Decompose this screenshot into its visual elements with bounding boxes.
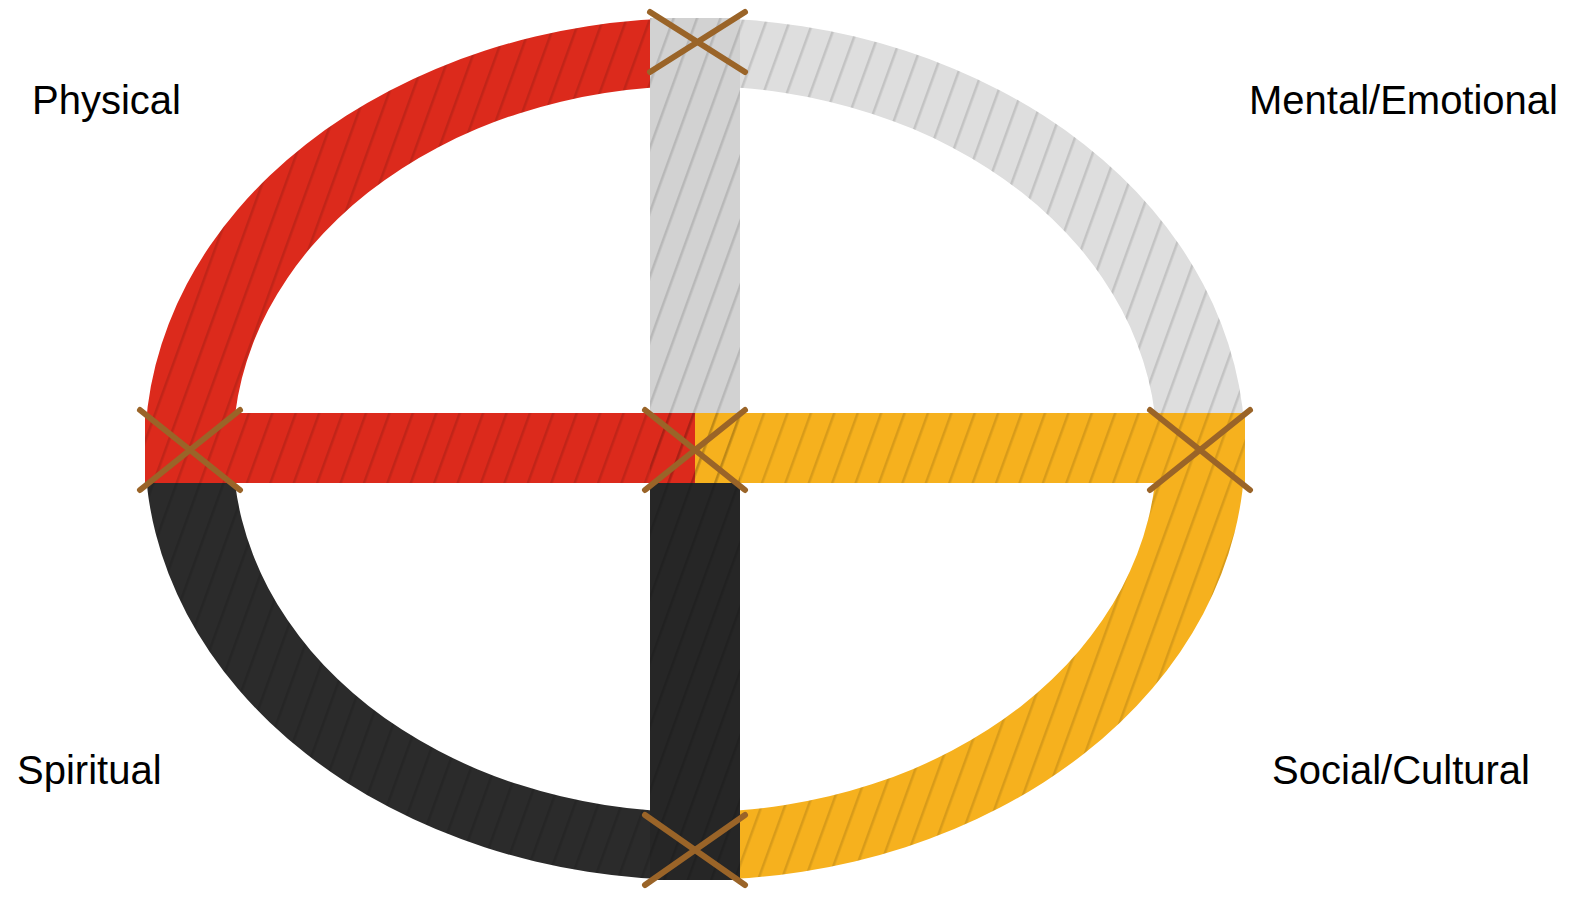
quadrant-label: Social/Cultural — [1272, 746, 1530, 794]
quadrant-label: Spiritual — [17, 746, 162, 794]
wheel-cross — [145, 18, 1245, 880]
quadrant-label: Physical — [32, 76, 181, 124]
quadrant-label: Mental/Emotional — [1249, 76, 1558, 124]
rope-ties — [140, 12, 1250, 885]
wheel-ring — [145, 18, 1245, 880]
